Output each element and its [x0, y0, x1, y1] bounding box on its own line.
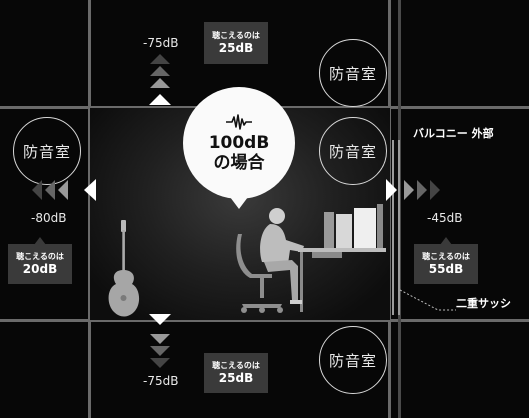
room-label: 防音室: [22, 142, 71, 161]
heard-value: 20dB: [22, 262, 58, 276]
guitar-icon: [108, 220, 140, 317]
arrows-down: [149, 314, 171, 368]
heard-label: 聴こえるのは: [212, 31, 260, 40]
arrows-right: [386, 179, 440, 201]
heard-box-bottom: 聴こえるのは 25dB: [204, 353, 268, 393]
heard-label: 聴こえるのは: [212, 361, 260, 370]
balcony-label: バルコニー 外部: [413, 127, 494, 140]
source-level-bubble: 100dB の場合: [183, 87, 295, 209]
soundproof-room-right: 防音室: [319, 117, 387, 185]
soundproof-room-left: 防音室: [13, 117, 81, 185]
soundproof-room-bottom-right: 防音室: [319, 326, 387, 394]
wall-left: [88, 0, 91, 418]
soundproof-room-top-right: 防音室: [319, 39, 387, 107]
arrows-up: [149, 54, 171, 105]
sound-wave-icon: [226, 113, 252, 130]
source-level-value: 100dB: [208, 132, 270, 153]
heard-value: 25dB: [218, 41, 254, 55]
db-reading-right: -45dB: [427, 211, 463, 225]
heard-box-left: 聴こえるのは 20dB: [8, 237, 72, 284]
room-label: 防音室: [328, 351, 377, 370]
double-sash-window: [392, 140, 400, 315]
person-at-desk-icon: [236, 204, 386, 313]
db-reading-left: -80dB: [31, 211, 67, 225]
room-label: 防音室: [328, 64, 377, 83]
arrows-left: [32, 179, 96, 201]
source-level-caption: の場合: [213, 152, 265, 173]
sash-leader-line: [399, 289, 456, 311]
heard-value: 25dB: [218, 371, 254, 385]
heard-value: 55dB: [428, 262, 464, 276]
heard-box-top: 聴こえるのは 25dB: [204, 22, 268, 64]
db-reading-top: -75dB: [143, 36, 179, 50]
heard-label: 聴こえるのは: [16, 252, 64, 261]
heard-box-right: 聴こえるのは 55dB: [414, 237, 478, 284]
heard-label: 聴こえるのは: [422, 252, 470, 261]
db-reading-bottom: -75dB: [143, 374, 179, 388]
room-label: 防音室: [328, 142, 377, 161]
wall-bottom: [0, 319, 529, 322]
double-sash-label: 二重サッシ: [456, 297, 511, 310]
